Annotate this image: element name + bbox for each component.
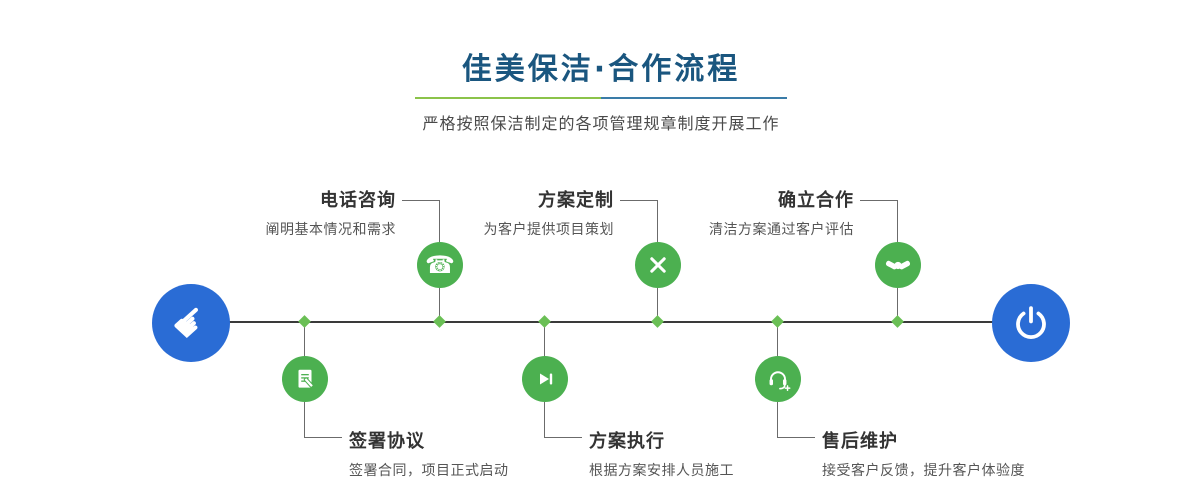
step-plan-node	[635, 242, 681, 288]
timeline-junction-diamond	[298, 315, 311, 328]
play-icon	[540, 373, 553, 385]
step-execute-node	[522, 356, 568, 402]
divider-blue-segment	[601, 97, 787, 99]
step-title: 方案执行	[589, 431, 665, 452]
timeline-junction-diamond	[538, 315, 551, 328]
step-desc: 清洁方案通过客户评估	[709, 222, 854, 238]
timeline-junction-diamond	[433, 315, 446, 328]
step-title: 方案定制	[538, 190, 614, 211]
connector-line	[402, 200, 440, 201]
step-aftersale-node	[755, 356, 801, 402]
timeline-start-node: ☛	[152, 284, 230, 362]
step-contract-node	[282, 356, 328, 402]
step-desc: 接受客户反馈，提升客户体验度	[822, 463, 1025, 479]
connector-line	[777, 402, 778, 438]
connector-line	[439, 288, 440, 321]
connector-line	[544, 402, 545, 438]
step-title: 售后维护	[822, 431, 898, 452]
phone-icon: ☎	[425, 251, 455, 279]
step-agree-node	[875, 242, 921, 288]
connector-line	[657, 288, 658, 321]
connector-line	[620, 200, 658, 201]
contract-icon	[298, 369, 314, 388]
step-agree-label: 确立合作 清洁方案通过客户评估	[709, 186, 854, 239]
timeline-line	[190, 321, 1031, 323]
tools-icon	[650, 257, 666, 273]
divider-green-segment	[415, 97, 601, 99]
power-icon	[1016, 306, 1046, 340]
step-desc: 为客户提供项目策划	[483, 222, 614, 238]
timeline-junction-diamond	[891, 315, 904, 328]
step-phone-label: 电话咨询 阐明基本情况和需求	[266, 186, 397, 239]
timeline-junction-diamond	[771, 315, 784, 328]
headset-icon	[769, 371, 791, 392]
title-divider	[415, 97, 787, 99]
step-desc: 阐明基本情况和需求	[265, 222, 396, 238]
step-contract-label: 签署协议 签署合同，项目正式启动	[349, 427, 509, 480]
step-desc: 根据方案安排人员施工	[589, 463, 734, 479]
connector-line	[777, 323, 778, 356]
page-subtitle: 严格按照保洁制定的各项管理规章制度开展工作	[422, 114, 780, 133]
connector-line	[860, 200, 898, 201]
connector-line	[304, 402, 305, 438]
timeline-end-node	[992, 284, 1070, 362]
pointing-hand-icon: ☛	[162, 293, 220, 353]
step-title: 签署协议	[349, 431, 425, 452]
step-title: 电话咨询	[320, 190, 396, 211]
connector-line	[544, 323, 545, 356]
connector-line	[897, 288, 898, 321]
step-aftersale-label: 售后维护 接受客户反馈，提升客户体验度	[822, 427, 1025, 480]
connector-line	[897, 200, 898, 242]
step-plan-label: 方案定制 为客户提供项目策划	[484, 186, 615, 239]
step-title: 确立合作	[778, 190, 854, 211]
timeline-junction-diamond	[651, 315, 664, 328]
handshake-icon	[885, 260, 911, 270]
connector-line	[304, 437, 342, 438]
connector-line	[544, 437, 582, 438]
step-execute-label: 方案执行 根据方案安排人员施工	[589, 427, 734, 480]
connector-line	[304, 323, 305, 356]
connector-line	[657, 200, 658, 242]
step-phone-node: ☎	[417, 242, 463, 288]
connector-line	[777, 437, 815, 438]
step-desc: 签署合同，项目正式启动	[349, 463, 509, 479]
page-title: 佳美保洁·合作流程	[461, 52, 741, 87]
connector-line	[439, 200, 440, 242]
